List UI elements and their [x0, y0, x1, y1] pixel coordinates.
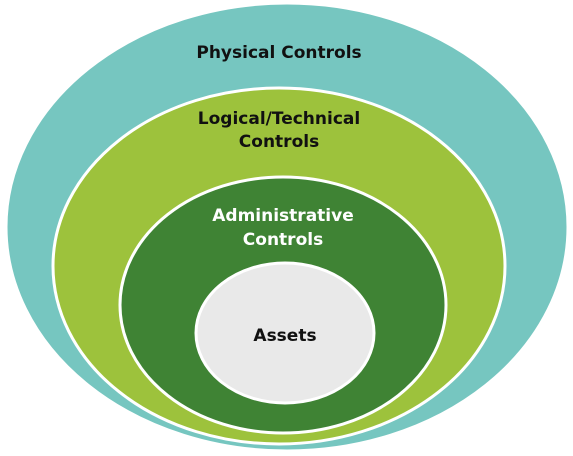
assets-label: Assets [253, 326, 316, 346]
logical-technical-controls-label-line2: Controls [239, 132, 319, 152]
logical-technical-controls-label: Logical/Technical [198, 109, 360, 129]
administrative-controls-label-line2: Controls [243, 230, 323, 250]
physical-controls-label: Physical Controls [196, 43, 361, 63]
assets-core [194, 261, 376, 405]
administrative-controls-label: Administrative [212, 206, 353, 226]
